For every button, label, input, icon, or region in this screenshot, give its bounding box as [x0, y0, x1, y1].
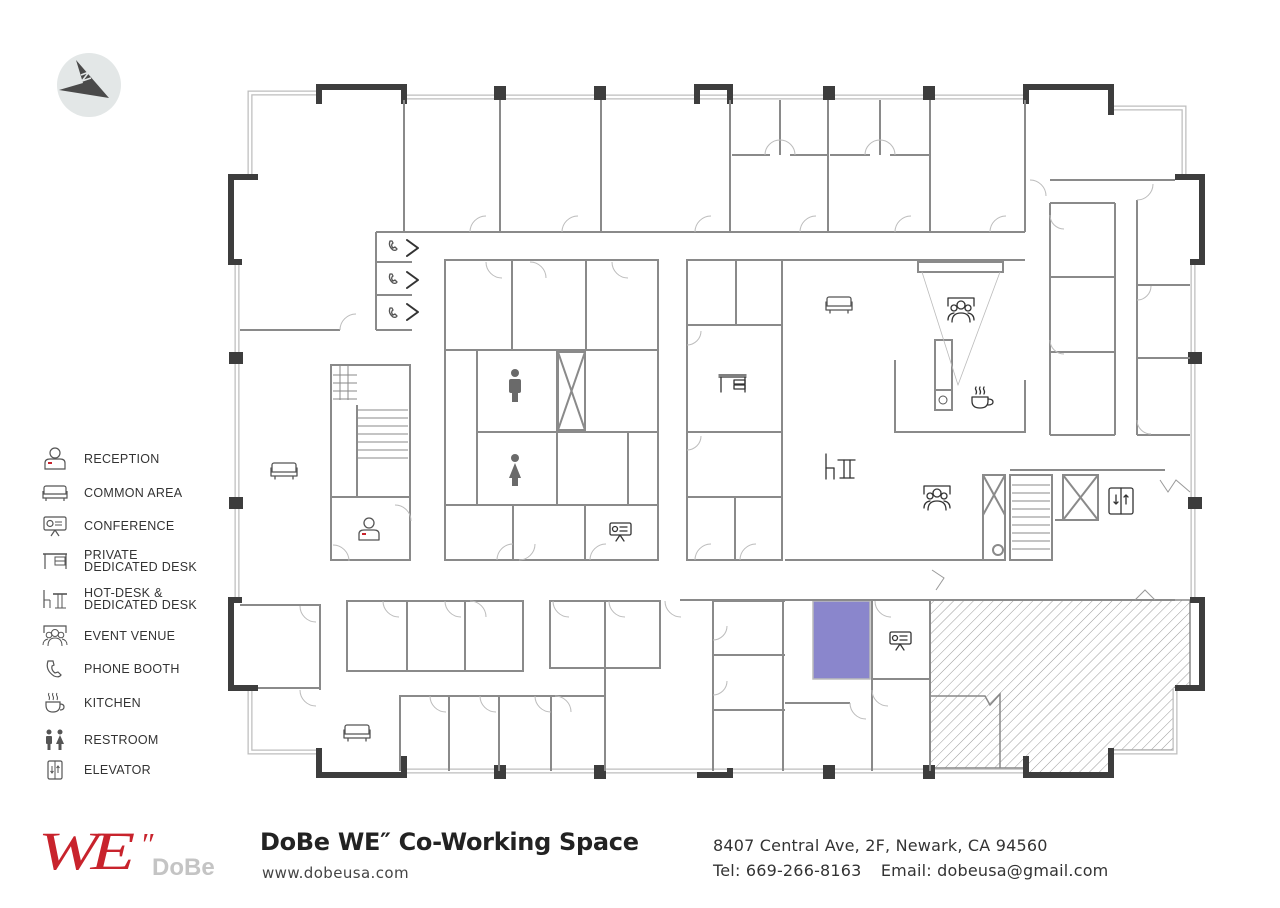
legend-item-reception: RECEPTION: [38, 446, 160, 472]
structural-walls: [228, 84, 1205, 778]
desk-chair-icon: [38, 586, 72, 612]
desk-icon: [718, 374, 747, 393]
presentation-board-icon: [889, 631, 912, 651]
interior-walls: [240, 100, 1190, 771]
legend-item-kitchen: KITCHEN: [38, 690, 141, 716]
desk-chair-icon: [825, 453, 856, 480]
logo-mark: WE: [38, 821, 135, 881]
phone-number: Tel: 669-266-8163: [713, 861, 862, 880]
contact-info: Tel: 669-266-8163 Email: dobeusa@gmail.c…: [713, 861, 1122, 880]
presentation-board-icon: [609, 522, 632, 542]
compass: [57, 53, 121, 117]
columns: [229, 86, 1202, 779]
legend-item-hot-desk: HOT-DESK &DEDICATED DESK: [38, 586, 197, 612]
legend-item-elevator: ELEVATOR: [38, 757, 151, 783]
brand-logo: WE ″ DoBe: [38, 822, 238, 882]
legend-item-event-venue: EVENT VENUE: [38, 623, 175, 649]
email-address[interactable]: Email: dobeusa@gmail.com: [880, 861, 1109, 880]
logo-brand: DoBe: [152, 854, 215, 881]
website-link[interactable]: www.dobeusa.com: [262, 864, 409, 882]
phone-icon: [388, 307, 398, 318]
sofa-icon: [270, 462, 298, 480]
unavailable-area: [929, 599, 1191, 776]
presentation-board-icon: [38, 513, 72, 539]
north-arrow-icon: [59, 60, 109, 98]
elevator-icon: [38, 757, 72, 783]
group-screen-icon: [38, 623, 72, 649]
desk-icon: [38, 548, 72, 574]
highlighted-room[interactable]: [812, 600, 871, 680]
legend-item-conference: CONFERENCE: [38, 513, 175, 539]
sofa-icon: [343, 724, 371, 742]
address: 8407 Central Ave, 2F, Newark, CA 94560: [713, 836, 1048, 855]
page-title: DoBe WE″ Co-Working Space: [260, 828, 639, 856]
phone-icon: [38, 656, 72, 682]
phone-icon: [388, 273, 398, 284]
reception-icon: [38, 446, 72, 472]
restroom-icon: [509, 369, 521, 486]
coffee-cup-icon: [971, 386, 994, 409]
group-screen-icon: [947, 297, 975, 323]
legend-item-phone-booth: PHONE BOOTH: [38, 656, 180, 682]
restroom-icon: [38, 727, 72, 753]
phone-icon: [388, 240, 398, 251]
group-screen-icon: [923, 485, 951, 511]
legend-item-common-area: COMMON AREA: [38, 480, 182, 506]
elevator-icon: [1108, 487, 1134, 515]
sofa-icon: [38, 480, 72, 506]
sofa-icon: [825, 296, 853, 314]
reception-icon: [358, 517, 380, 541]
coffee-cup-icon: [38, 690, 72, 716]
logo-quote: ″: [140, 826, 154, 862]
legend-item-restroom: RESTROOM: [38, 727, 159, 753]
door-swings: [299, 139, 1154, 720]
